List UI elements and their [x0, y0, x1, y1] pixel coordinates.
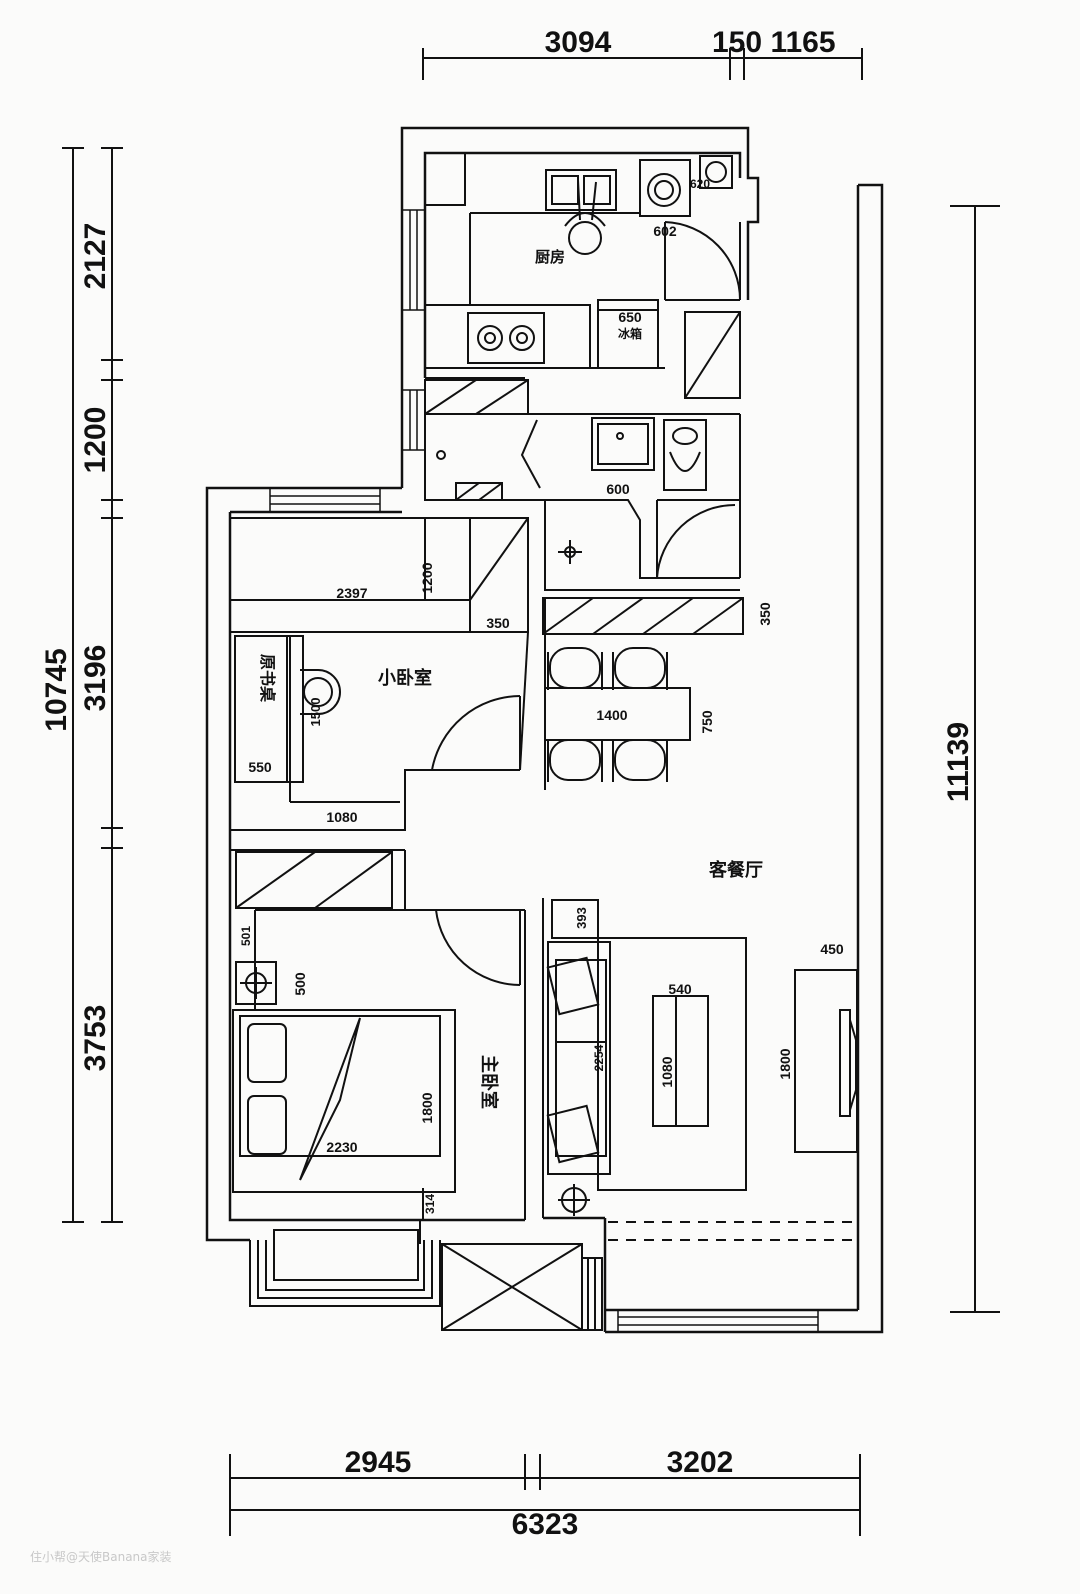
label-d-350: 350	[757, 602, 773, 626]
label-sb-1500: 1500	[308, 698, 323, 727]
left-dim-1: 2127	[79, 223, 112, 290]
bottom-total-dim: 6323	[512, 1508, 579, 1541]
top-dim-1: 3094	[545, 26, 612, 59]
label-d-750: 750	[699, 710, 715, 734]
label-sb-1080: 1080	[326, 809, 357, 825]
label-m-1800: 1800	[419, 1092, 435, 1123]
label-m-500: 500	[292, 972, 308, 996]
label-k-602: 602	[653, 223, 677, 239]
kitchen	[424, 153, 741, 399]
label-l-393: 393	[574, 907, 589, 929]
label-m-2230: 2230	[326, 1139, 357, 1155]
left-dim-4: 3753	[79, 1005, 112, 1072]
left-dim-2: 1200	[79, 407, 112, 474]
bathroom	[424, 379, 741, 591]
right-dimension-line	[950, 205, 1000, 1313]
room-label-master-bedroom: 主卧室	[478, 1055, 500, 1109]
label-k-fridge: 冰箱	[618, 326, 642, 341]
label-l-2254: 2254	[592, 1044, 606, 1071]
label-b-600: 600	[606, 481, 630, 497]
dining-area	[542, 597, 744, 790]
label-m-314: 314	[423, 1194, 437, 1214]
room-label-kitchen: 厨房	[535, 248, 565, 266]
bay-window	[249, 1220, 441, 1307]
master-bedroom	[230, 849, 526, 1220]
label-sb-350: 350	[486, 615, 510, 631]
bottom-dim-2: 3202	[667, 1446, 734, 1479]
label-l-540: 540	[668, 981, 692, 997]
label-d-1400: 1400	[596, 707, 627, 723]
top-dimension-line	[422, 48, 863, 80]
watermark: 住小帮@天使Banana家装	[30, 1550, 172, 1564]
label-k-620: 620	[690, 177, 710, 191]
label-m-501: 501	[239, 926, 253, 946]
bottom-dimension-lines	[229, 1454, 861, 1536]
left-dim-3: 3196	[79, 645, 112, 712]
windows	[269, 209, 819, 1333]
label-l-1800: 1800	[777, 1048, 793, 1079]
room-label-living-dining: 客餐厅	[709, 859, 763, 881]
left-total-dim: 10745	[40, 648, 73, 731]
small-bedroom	[230, 517, 529, 831]
room-label-small-bedroom: 小卧室	[378, 667, 432, 689]
label-l-450: 450	[820, 941, 844, 957]
bottom-dim-1: 2945	[345, 1446, 412, 1479]
label-sb-550: 550	[248, 759, 272, 775]
living-room	[542, 898, 858, 1241]
label-l-1080: 1080	[659, 1056, 675, 1087]
label-desk: 原书桌	[258, 654, 277, 702]
right-dim: 11139	[942, 722, 975, 802]
label-k-650: 650	[618, 309, 642, 325]
balcony-void	[441, 1243, 603, 1331]
label-sb-1200: 1200	[419, 562, 435, 593]
label-sb-2397: 2397	[336, 585, 367, 601]
top-dim-2: 150	[712, 26, 762, 59]
top-dim-3: 1165	[770, 26, 835, 59]
left-dimension-lines	[62, 147, 123, 1223]
